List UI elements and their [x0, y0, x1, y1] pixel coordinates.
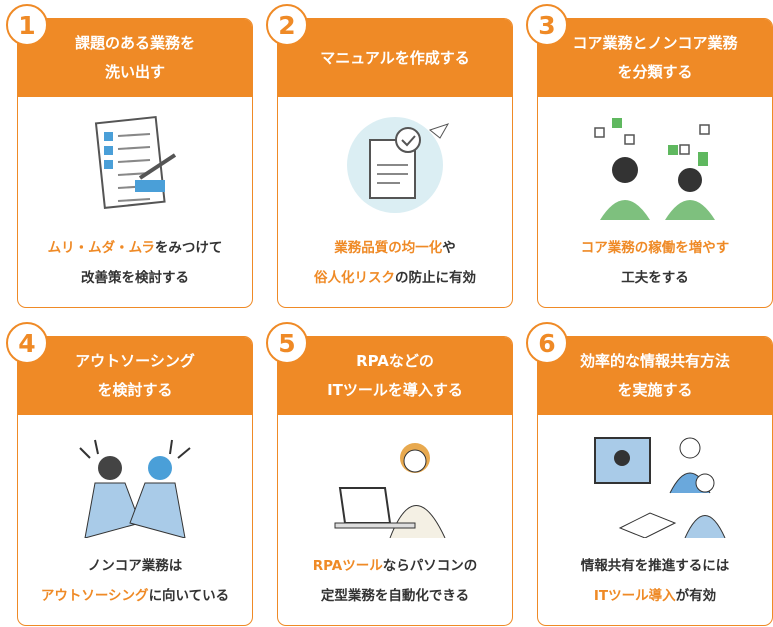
highlight-text: 業務品質の均一化 [334, 240, 443, 256]
card-title: 効率的な情報共有方法を実施する [538, 337, 772, 415]
highlight-text: アウトソーシング [40, 588, 149, 604]
card-title-line: マニュアルを作成する [320, 48, 470, 67]
handshake-icon [18, 415, 252, 551]
description-text: や [442, 240, 456, 256]
card-title-line: を実施する [617, 381, 693, 399]
card-title: 課題のある業務を洗い出す [18, 19, 252, 97]
card-description: ノンコア業務はアウトソーシングに向いている [18, 551, 252, 611]
card-title-line: 効率的な情報共有方法 [579, 352, 730, 370]
tip-card-5: RPAなどの ITツールを導入する RPAツールならパソコンの定型業務を自動化できる [277, 336, 513, 626]
card-title-line: アウトソーシング [75, 352, 195, 370]
card-title-line: ITツールを導入する [327, 381, 463, 399]
card-title-line: 課題のある業務を [74, 34, 195, 52]
manual-document-icon [278, 97, 512, 233]
laptop-worker-icon [278, 415, 512, 551]
description-text: ノンコア業務は [87, 558, 183, 574]
description-text: ならパソコンの [382, 558, 478, 574]
description-text: が有効 [675, 588, 717, 604]
sorting-people-icon [538, 97, 772, 233]
description-text: 改善策を検討する [81, 270, 189, 286]
card-description: ムリ・ムダ・ムラをみつけて改善策を検討する [18, 233, 252, 293]
description-text: に向いている [148, 588, 230, 604]
description-text: 定型業務を自動化できる [320, 588, 470, 604]
video-meeting-icon [538, 415, 772, 551]
card-description: コア業務の稼働を増やす工夫をする [538, 233, 772, 293]
card-description: RPAツールならパソコンの定型業務を自動化できる [278, 551, 512, 611]
card-title: マニュアルを作成する [278, 19, 512, 97]
description-text: 工夫をする [621, 270, 689, 286]
card-title-line: を検討する [97, 381, 173, 399]
highlight-text: ITツール導入 [593, 588, 676, 604]
step-number-badge: 1 [6, 4, 48, 46]
highlight-text: コア業務の稼働を増やす [580, 240, 730, 256]
card-title: RPAなどの ITツールを導入する [278, 337, 512, 415]
step-number-badge: 4 [6, 322, 48, 364]
card-title-line: RPAなどの [356, 352, 434, 370]
highlight-text: ムリ・ムダ・ムラ [47, 240, 155, 256]
highlight-text: 俗人化リスク [314, 270, 395, 286]
step-number-badge: 5 [266, 322, 308, 364]
tip-card-3: コア業務とノンコア業務を分類するコア業務の稼働を増やす工夫をする [537, 18, 773, 308]
card-title: アウトソーシングを検討する [18, 337, 252, 415]
highlight-text: RPAツール [312, 558, 383, 574]
tip-card-1: 課題のある業務を洗い出すムリ・ムダ・ムラをみつけて改善策を検討する [17, 18, 253, 308]
step-number-badge: 2 [266, 4, 308, 46]
step-number-badge: 3 [526, 4, 568, 46]
description-text: の防止に有効 [395, 270, 476, 286]
description-text: 情報共有を推進するには [580, 558, 730, 574]
step-number-badge: 6 [526, 322, 568, 364]
card-title-line: コア業務とノンコア業務 [572, 34, 738, 52]
card-title-line: 洗い出す [104, 63, 165, 81]
card-description: 業務品質の均一化や俗人化リスクの防止に有効 [278, 233, 512, 293]
tip-card-6: 効率的な情報共有方法を実施する情報共有を推進するには ITツール導入が有効 [537, 336, 773, 626]
checklist-icon [18, 97, 252, 233]
card-description: 情報共有を推進するには ITツール導入が有効 [538, 551, 772, 611]
tip-card-4: アウトソーシングを検討するノンコア業務はアウトソーシングに向いている [17, 336, 253, 626]
description-text: をみつけて [154, 240, 223, 256]
card-title: コア業務とノンコア業務を分類する [538, 19, 772, 97]
card-title-line: を分類する [617, 63, 693, 81]
tip-card-2: マニュアルを作成する業務品質の均一化や俗人化リスクの防止に有効 [277, 18, 513, 308]
